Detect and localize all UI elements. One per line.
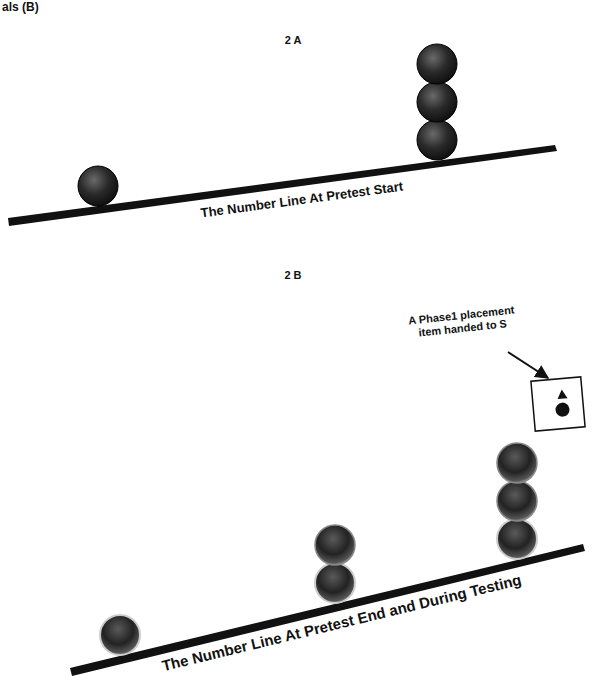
panel-label: 2 A <box>285 34 302 47</box>
callout-text: A Phase1 placement item handed to S <box>400 303 524 341</box>
number-line <box>8 145 557 226</box>
figure-ref: als (B) <box>2 1 39 15</box>
item-card <box>531 377 585 431</box>
panel-label: 2 B <box>284 269 301 282</box>
leader-arrow <box>508 352 548 378</box>
